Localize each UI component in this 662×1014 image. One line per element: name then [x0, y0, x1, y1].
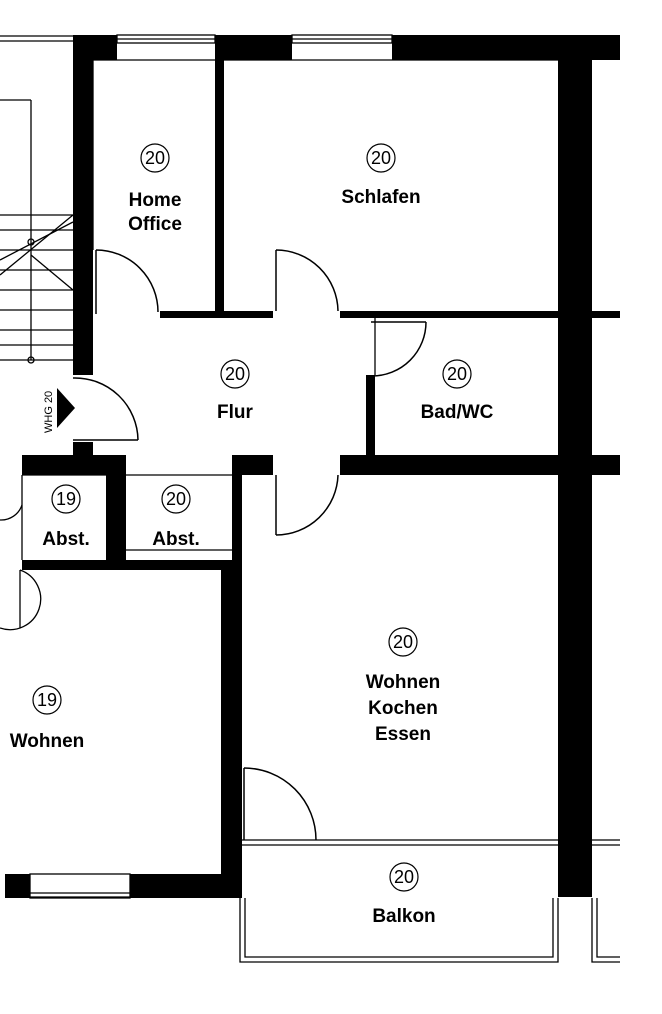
wall: [106, 455, 126, 567]
entrance-arrow-icon: [57, 388, 75, 428]
room-number: 19: [37, 690, 57, 710]
room-name: Abst.: [42, 529, 90, 550]
room-number-circle: [51, 484, 81, 514]
wall: [130, 874, 242, 898]
room-name: Office: [128, 214, 182, 235]
room-number-circle: [366, 143, 396, 173]
wall: [340, 311, 558, 318]
room-number: 20: [145, 148, 165, 168]
wall: [232, 455, 242, 575]
room-number: 19: [56, 489, 76, 509]
wall: [232, 455, 273, 475]
room-name: Bad/WC: [421, 402, 494, 423]
wall: [558, 55, 592, 897]
wall: [73, 35, 93, 375]
room-name: Schlafen: [341, 187, 420, 208]
room-name: Balkon: [372, 906, 435, 927]
apartment-marker-label: WHG 20: [43, 391, 55, 433]
room-name: Abst.: [152, 529, 200, 550]
room-name: Wohnen: [10, 731, 85, 752]
room-name: Wohnen: [366, 672, 441, 693]
wall: [340, 455, 620, 475]
room-number-circle: [388, 627, 418, 657]
wall: [5, 874, 30, 898]
wall: [366, 375, 375, 460]
room-number-circle: [140, 143, 170, 173]
room-number: 20: [225, 364, 245, 384]
doors: [72, 249, 427, 841]
room-number: 20: [393, 632, 413, 652]
room-number-circle: [161, 484, 191, 514]
wall: [592, 311, 620, 318]
room-labels: 20HomeOffice20Schlafen20Flur20Bad/WC19Ab…: [10, 143, 494, 927]
room-name: Flur: [217, 402, 253, 423]
room-number: 20: [166, 489, 186, 509]
thin-lines: [0, 34, 620, 963]
wall: [215, 35, 224, 311]
walls: [5, 35, 620, 898]
window: [29, 873, 131, 899]
room-number-circle: [220, 359, 250, 389]
room-number-circle: [389, 862, 419, 892]
room-number: 20: [447, 364, 467, 384]
room-number: 20: [394, 867, 414, 887]
room-number-circle: [442, 359, 472, 389]
room-number-circle: [32, 685, 62, 715]
room-number: 20: [371, 148, 391, 168]
wall: [221, 560, 242, 898]
room-name: Home: [129, 190, 182, 211]
room-name: Essen: [375, 724, 431, 745]
wall: [22, 455, 126, 475]
room-name: Kochen: [368, 698, 438, 719]
wall: [22, 560, 242, 570]
wall: [73, 442, 93, 455]
wall: [215, 35, 292, 60]
wall: [160, 311, 273, 318]
